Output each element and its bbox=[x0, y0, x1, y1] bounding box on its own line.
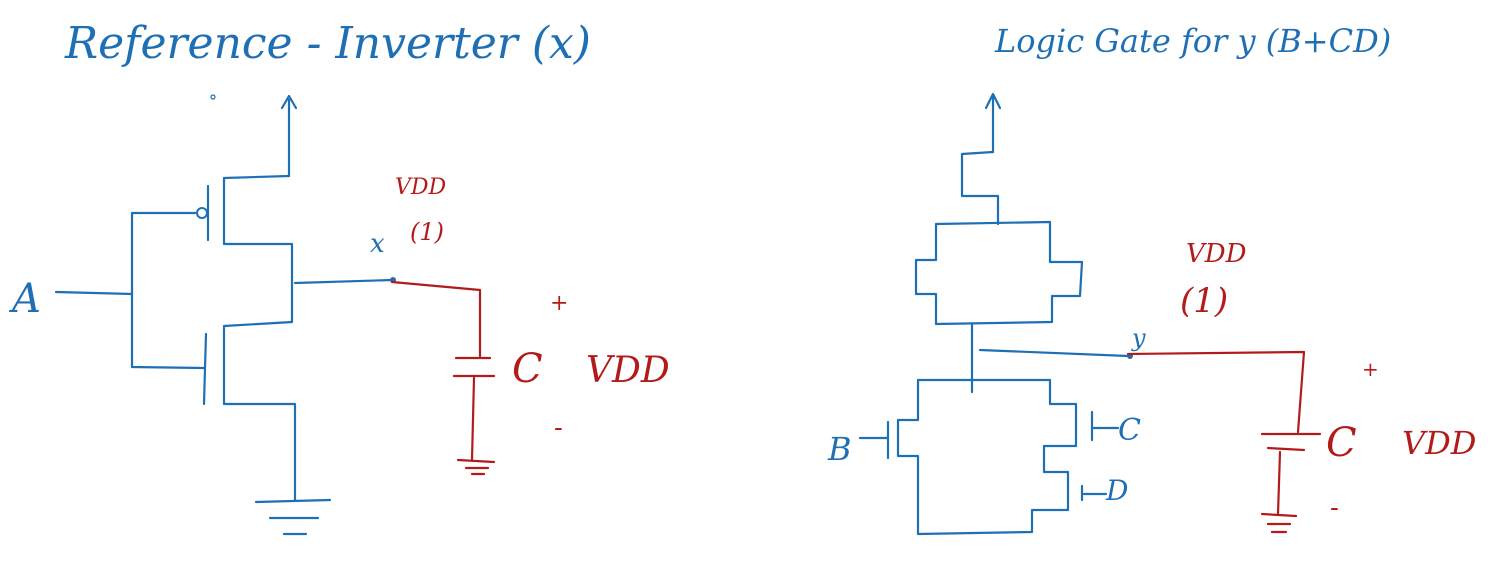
vdd-supply-arrow bbox=[984, 92, 1002, 154]
minus-sign: - bbox=[554, 413, 563, 443]
minus-sign: - bbox=[1330, 493, 1339, 523]
cap-ground-wire bbox=[456, 376, 496, 476]
plus-sign: + bbox=[550, 291, 568, 316]
vdd-supply-arrow bbox=[280, 94, 298, 178]
cap-voltage: VDD bbox=[586, 350, 670, 391]
cap-ground-wire bbox=[1260, 450, 1298, 534]
input-d-label: D bbox=[1105, 474, 1128, 507]
vdd-state: (1) bbox=[410, 218, 444, 246]
b-gate bbox=[858, 420, 890, 460]
logic-gate-circuit: y B C D VDD (1) C VDD + - bbox=[827, 92, 1476, 536]
inverter-circuit: A x VDD (1) C VDD + - bbox=[8, 94, 670, 536]
pullup-series-element bbox=[960, 150, 1000, 226]
input-b-label: B bbox=[827, 430, 852, 468]
gate-bracket bbox=[130, 211, 206, 370]
cap-plates bbox=[1260, 432, 1322, 452]
plus-sign: + bbox=[1362, 357, 1379, 381]
cap-plates bbox=[452, 356, 496, 378]
pmos-transistor bbox=[222, 174, 294, 287]
stray-dot bbox=[210, 94, 216, 100]
input-c-label: C bbox=[1118, 413, 1141, 448]
cap-label: C bbox=[1326, 420, 1357, 466]
pmos-bubble bbox=[196, 207, 208, 219]
output-node-label: x bbox=[370, 229, 385, 259]
c-gate bbox=[1090, 410, 1120, 442]
output-wire bbox=[293, 278, 394, 285]
cap-label: C bbox=[512, 346, 543, 392]
cap-wire bbox=[390, 280, 482, 358]
vdd-state: (1) bbox=[1180, 281, 1228, 321]
vdd-label: VDD bbox=[1186, 239, 1247, 269]
nmos-gate-plate bbox=[202, 332, 208, 406]
pullup-parallel-network bbox=[914, 220, 1084, 326]
left-title: Reference - Inverter (x) bbox=[64, 18, 591, 69]
input-a-label: A bbox=[8, 276, 41, 322]
nmos-transistor bbox=[222, 283, 297, 502]
d-gate bbox=[1080, 484, 1108, 502]
pulldown-network bbox=[896, 378, 1078, 536]
input-a-line bbox=[54, 290, 134, 296]
output-node-label: y bbox=[1131, 324, 1146, 352]
vdd-label: VDD bbox=[395, 175, 447, 200]
cap-wire bbox=[1126, 350, 1306, 434]
ground-symbol bbox=[254, 498, 332, 536]
right-title: Logic Gate for y (B+CD) bbox=[994, 22, 1391, 60]
cap-voltage: VDD bbox=[1402, 424, 1476, 462]
output-wire bbox=[978, 348, 1130, 358]
